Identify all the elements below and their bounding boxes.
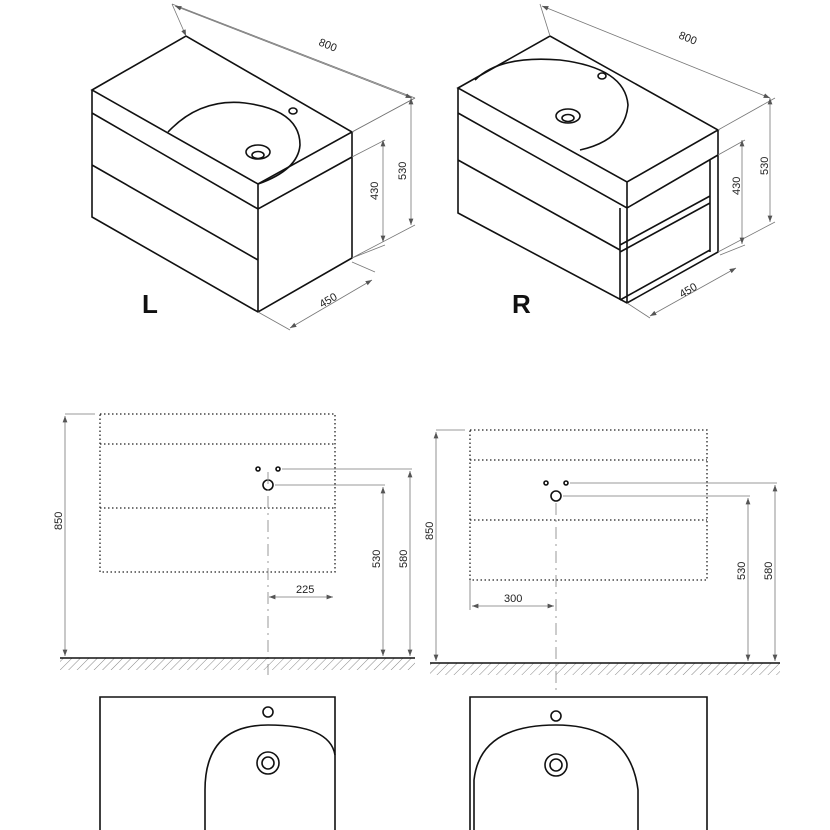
basin-outline bbox=[167, 101, 301, 185]
dim-height-total: 530 bbox=[759, 157, 771, 175]
dim-height-body: 430 bbox=[369, 182, 381, 200]
dim-total-height: 850 bbox=[424, 522, 436, 540]
dim-height-total: 530 bbox=[397, 162, 409, 180]
dim-width: 800 bbox=[317, 37, 339, 55]
elevation-left: 850 530 580 225 bbox=[53, 413, 415, 675]
dim-drain-offset: 300 bbox=[504, 593, 522, 605]
tap-hole-icon bbox=[288, 107, 298, 115]
basin-outline bbox=[473, 724, 639, 830]
elevation-right: 850 530 580 300 bbox=[424, 429, 780, 690]
dim-drain-height: 530 bbox=[371, 550, 383, 568]
tap-hole-icon bbox=[262, 706, 274, 718]
iso-view-left: 800 530 430 450 L bbox=[90, 3, 416, 331]
plan-view-right bbox=[469, 696, 708, 830]
dim-width: 800 bbox=[677, 30, 699, 48]
dim-tap-height: 580 bbox=[763, 562, 775, 580]
variant-label-right: R bbox=[512, 289, 531, 319]
dim-total-height: 850 bbox=[53, 512, 65, 530]
plan-view-left bbox=[99, 696, 336, 830]
tap-hole-icon bbox=[550, 710, 562, 722]
iso-view-right: 800 530 430 450 R bbox=[456, 3, 776, 319]
basin-outline bbox=[204, 724, 336, 830]
drain-icon bbox=[256, 751, 280, 775]
variant-label-left: L bbox=[142, 289, 158, 319]
dim-depth: 450 bbox=[678, 281, 700, 301]
drain-icon bbox=[555, 108, 581, 124]
basin-outline bbox=[474, 58, 629, 151]
tap-hole-icon bbox=[597, 72, 607, 80]
dim-drain-offset: 225 bbox=[296, 584, 314, 596]
drain-icon bbox=[544, 753, 568, 777]
dim-drain-height: 530 bbox=[736, 562, 748, 580]
dim-depth: 450 bbox=[318, 291, 340, 311]
drain-icon bbox=[550, 490, 562, 502]
dim-height-body: 430 bbox=[731, 177, 743, 195]
dim-tap-height: 580 bbox=[398, 550, 410, 568]
